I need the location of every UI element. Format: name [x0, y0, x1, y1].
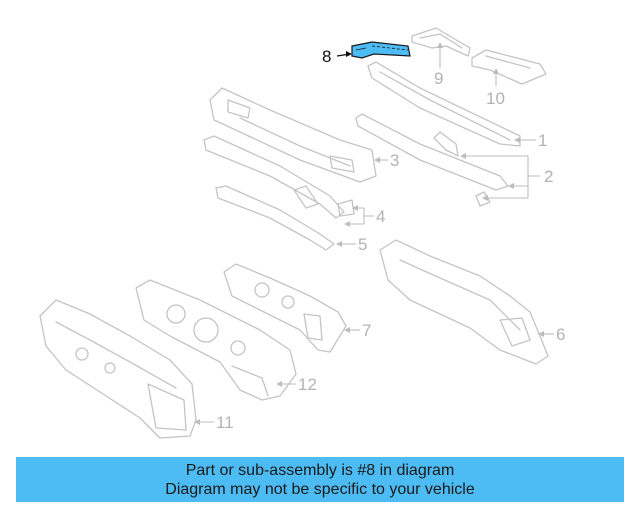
- callout-12[interactable]: 12: [298, 375, 317, 394]
- part-5: [215, 185, 335, 251]
- callout-6[interactable]: 6: [556, 325, 565, 344]
- callout-11[interactable]: 11: [216, 413, 234, 432]
- info-banner: Part or sub-assembly is #8 in diagram Di…: [16, 457, 624, 502]
- callout-5[interactable]: 5: [358, 235, 367, 254]
- banner-line-part-number: Part or sub-assembly is #8 in diagram: [185, 462, 455, 479]
- callout-9[interactable]: 9: [434, 69, 443, 88]
- leader-4: [346, 207, 374, 225]
- part-12: [135, 279, 297, 401]
- banner-line-disclaimer: Diagram may not be specific to your vehi…: [165, 481, 475, 498]
- leader-lines: [194, 42, 554, 425]
- callout-3[interactable]: 3: [390, 151, 399, 170]
- callout-8[interactable]: 8: [322, 47, 331, 66]
- part-9: [411, 27, 471, 57]
- callout-10[interactable]: 10: [486, 89, 505, 108]
- part-7: [223, 263, 347, 353]
- callout-2[interactable]: 2: [544, 167, 553, 186]
- part-4: [203, 135, 355, 219]
- part-3: [209, 87, 377, 183]
- part-1: [367, 61, 521, 147]
- leader-2: [462, 155, 540, 199]
- part-10: [471, 49, 547, 85]
- callout-7[interactable]: 7: [362, 321, 371, 340]
- part-6: [379, 239, 549, 365]
- part-8-highlighted[interactable]: [351, 41, 411, 59]
- callout-4[interactable]: 4: [376, 207, 385, 226]
- callout-1[interactable]: 1: [538, 131, 547, 150]
- part-11: [39, 299, 197, 439]
